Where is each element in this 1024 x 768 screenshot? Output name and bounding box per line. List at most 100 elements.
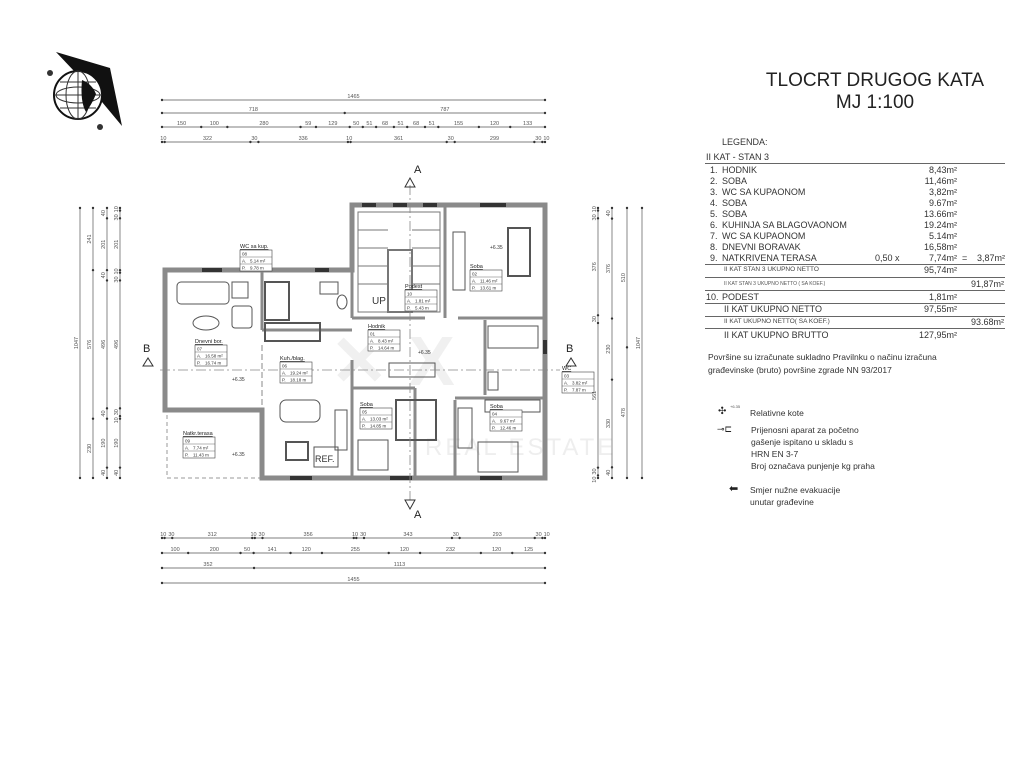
legend-item-number: 8. [710, 242, 718, 252]
dimension-tick [610, 378, 614, 381]
room-area: 5.14 m² [250, 259, 266, 264]
dimension-tick [226, 125, 229, 129]
level-marker-icon: ✣ [718, 406, 727, 417]
dimension-label: 40 [606, 210, 612, 216]
room-perimeter: 14.64 m [378, 346, 395, 351]
dimension-tick [163, 536, 166, 540]
svg-text:P.: P. [370, 346, 374, 351]
dimension-tick [251, 536, 254, 540]
room-name: Hodnik [368, 324, 385, 330]
furniture [176, 227, 541, 473]
dimension-label: 293 [493, 532, 502, 538]
svg-text:A.: A. [564, 381, 568, 386]
dimension-tick [509, 125, 512, 129]
dimension-tick [610, 206, 614, 210]
dimension-label: 129 [328, 121, 337, 127]
dimension-tick [299, 125, 302, 129]
legend-item-name: DNEVNI BORAVAK [722, 242, 801, 252]
dimension-label: 30 [114, 276, 120, 282]
dimension-tick [596, 206, 600, 210]
legend-item-number: 9. [710, 253, 718, 263]
legend-item-name: NATKRIVENA TERASA [722, 253, 817, 263]
svg-text:P.: P. [197, 361, 201, 366]
podest-number: 10. [706, 292, 719, 302]
dimension-tick [458, 536, 461, 540]
dimension-label: 1465 [347, 94, 359, 100]
dimension-label: 40 [101, 470, 107, 476]
svg-text:P.: P. [492, 426, 496, 431]
room-name: Soba [490, 404, 504, 410]
dimension-label: 10 [592, 477, 598, 483]
svg-text:A.: A. [407, 299, 411, 304]
room-perimeter: 18.18 m [290, 378, 307, 383]
dimension-label: 68 [382, 121, 388, 127]
room-name: Natkr.terasa [183, 431, 214, 437]
dimension-label: 68 [413, 121, 419, 127]
room-name: Kuh./blag. [280, 356, 305, 362]
room-area: 9.67 m² [500, 419, 516, 424]
dimension-label: 356 [304, 532, 313, 538]
total-brutto-value: 127,95m² [918, 330, 957, 340]
dimension-tick [289, 551, 292, 555]
room-number: 04 [492, 412, 498, 417]
room-number: 05 [362, 410, 368, 415]
legend-divider [705, 328, 1005, 329]
dimension-tick [543, 536, 547, 540]
svg-text:P.: P. [362, 424, 366, 429]
room-area: 1.81 m² [415, 299, 431, 304]
dimension-tick [160, 125, 164, 129]
room-number: 06 [282, 364, 288, 369]
dimension-label: 336 [299, 136, 308, 142]
dimension-tick [445, 140, 448, 144]
dimension-tick [640, 476, 644, 480]
dimension-label: 10 [543, 136, 549, 142]
dimension-label: 40 [606, 470, 612, 476]
dimension-tick [91, 206, 95, 210]
dimension-label: 30 [114, 409, 120, 415]
dimension-tick [186, 551, 190, 555]
section-a-bottom-arrow-icon [404, 499, 416, 511]
legend-item-area: 5.14m² [928, 231, 957, 241]
extinguisher-line3: HRN EN 3-7 [751, 449, 799, 459]
legend-item-area: 7,74m² [928, 253, 957, 263]
dimension-tick [596, 217, 600, 220]
dimension-tick [91, 268, 95, 272]
legend-item-name: WC SA KUPAONOM [722, 187, 806, 197]
interior-walls [260, 207, 545, 478]
dimension-label: 10 [160, 136, 166, 142]
room-perimeter: 9.78 m [250, 266, 264, 271]
dimension-tick [160, 111, 164, 115]
dimension-label: 30 [259, 532, 265, 538]
dimension-tick [543, 566, 547, 570]
dimension-label: 330 [606, 419, 612, 428]
dimension-label: 141 [267, 547, 276, 553]
dimension-tick [239, 551, 242, 555]
dimension-tick [374, 125, 378, 129]
total-koef-label: II KAT UKUPNO NETTO( SA KOEF.) [724, 318, 830, 325]
section-markers: A A B B [142, 164, 577, 521]
dimension-label: 30 [168, 532, 174, 538]
legend-item-number: 6. [710, 220, 718, 230]
room-label: Kuh./blag.06A.19.24 m²P.18.18 m [279, 356, 313, 384]
dimension-tick [261, 536, 264, 540]
evacuation-line1: Smjer nužne evakuacije [750, 485, 841, 495]
level-mark: +6.35 [232, 377, 245, 383]
dimension-tick [596, 314, 600, 317]
legend-heading: LEGENDA: [722, 137, 768, 147]
dimension-tick [362, 536, 366, 540]
legend-divider [705, 163, 1005, 164]
dimension-tick [118, 414, 122, 418]
section-b-right-label: B [566, 343, 573, 355]
dimension-tick [118, 209, 122, 212]
dimension-label: 361 [394, 136, 403, 142]
dimension-label: 496 [101, 340, 107, 349]
dimension-label: 190 [101, 439, 107, 448]
dimension-label: 299 [490, 136, 499, 142]
staircase [357, 211, 441, 313]
dimension-tick [533, 140, 536, 144]
dimension-tick [105, 268, 109, 272]
